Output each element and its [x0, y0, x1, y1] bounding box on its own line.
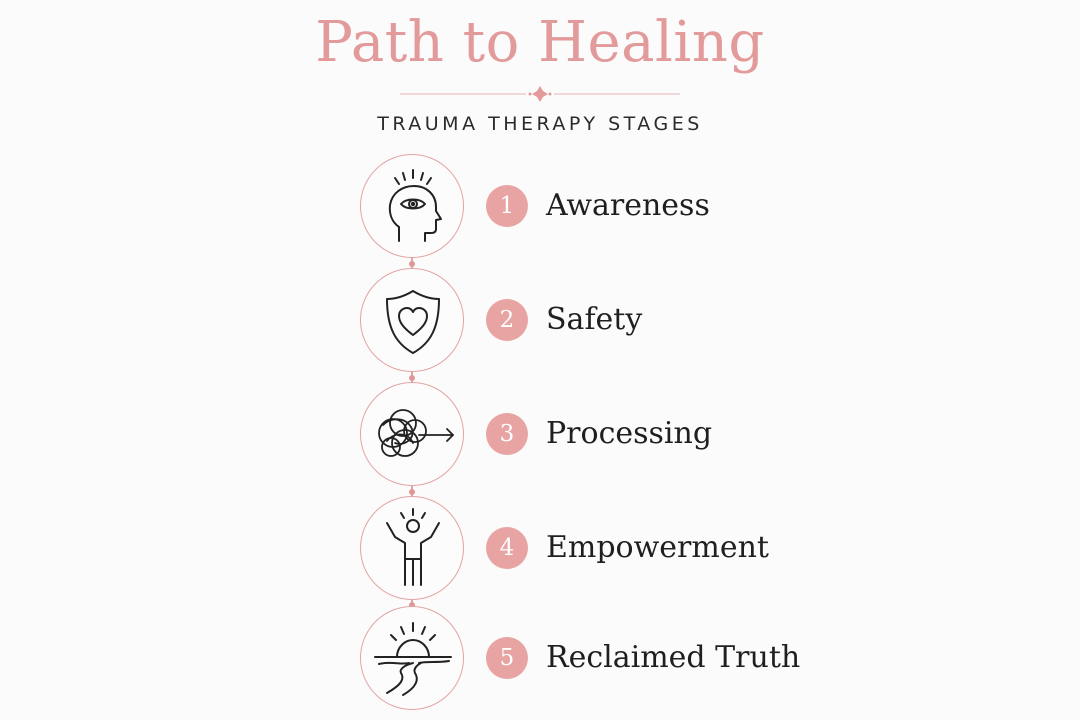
page-subtitle: TRAUMA THERAPY STAGES: [377, 113, 703, 135]
timeline-dot: [409, 261, 415, 267]
stage-4-label: Empowerment: [546, 530, 769, 565]
stage-5-icon-circle: [360, 606, 464, 710]
tangle-arrow-icon: [378, 409, 454, 457]
stage-5-number-badge: 5: [486, 637, 528, 679]
stage-2-label: Safety: [546, 302, 643, 337]
stage-1-icon-circle: [360, 154, 464, 258]
page-title: Path to Healing: [315, 10, 765, 75]
stage-2-icon-circle: [360, 268, 464, 372]
stage-3-number-badge: 3: [486, 413, 528, 455]
stage-4-icon-circle: [360, 496, 464, 600]
timeline-dot: [409, 489, 415, 495]
stage-2-number-badge: 2: [486, 299, 528, 341]
raised-arms-figure-icon: [386, 508, 440, 586]
stage-5-label: Reclaimed Truth: [546, 640, 801, 675]
head-eye-icon: [388, 169, 442, 242]
timeline-dot: [409, 375, 415, 381]
stage-3-icon-circle: [360, 382, 464, 486]
sunrise-path-icon: [374, 622, 452, 696]
stage-4-number-badge: 4: [486, 527, 528, 569]
stage-1-label: Awareness: [546, 188, 710, 223]
stage-3-label: Processing: [546, 416, 713, 451]
stage-1-number-badge: 1: [486, 185, 528, 227]
shield-heart-icon: [386, 290, 440, 354]
timeline-dot: [409, 602, 415, 608]
